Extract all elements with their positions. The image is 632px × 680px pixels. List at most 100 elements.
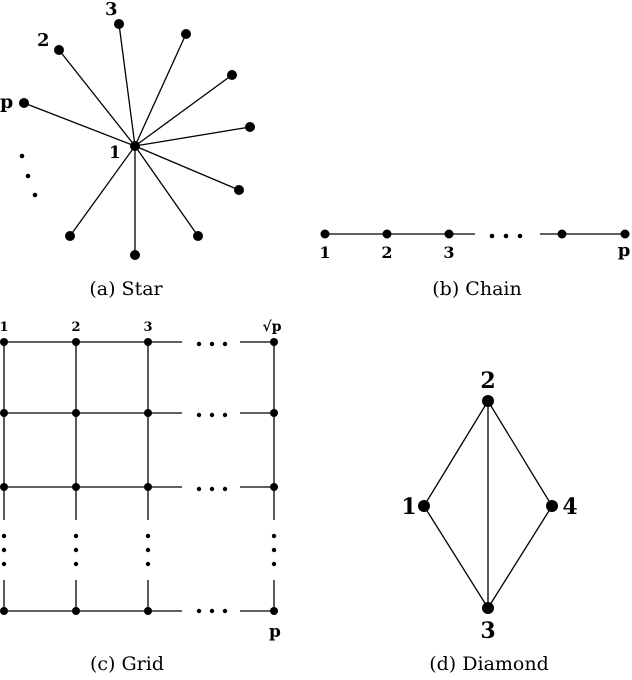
- ellipsis-dot: [26, 174, 31, 179]
- grid-node: [72, 483, 80, 491]
- chain-label-1: 1: [319, 243, 330, 262]
- ellipsis-dot: [210, 413, 214, 417]
- chain-caption: (b) Chain: [432, 278, 521, 300]
- star-node: [130, 250, 140, 260]
- ellipsis-dot: [146, 534, 150, 538]
- star-edge: [70, 146, 135, 236]
- star-label-2: 2: [37, 30, 50, 51]
- grid-node: [144, 607, 152, 615]
- chain-node: [558, 230, 567, 239]
- diamond-node: [418, 500, 430, 512]
- grid-node: [0, 409, 8, 417]
- grid-col-label-1: 1: [0, 320, 9, 335]
- ellipsis-dot: [223, 487, 227, 491]
- ellipsis-dot: [146, 548, 150, 552]
- star-node: [193, 231, 203, 241]
- grid-node: [270, 483, 278, 491]
- diamond-caption: (d) Diamond: [429, 653, 549, 675]
- diamond-edge: [424, 506, 488, 608]
- diamond-edge: [424, 401, 488, 506]
- diamond-graph: 1 2 3 4 (d) Diamond: [401, 368, 577, 675]
- grid-node: [72, 409, 80, 417]
- ellipsis-dot: [146, 562, 150, 566]
- diamond-node: [546, 500, 558, 512]
- ellipsis-dot: [504, 234, 509, 239]
- star-edge: [135, 34, 186, 146]
- grid-graph: 1 2 3 √p p (c) Grid: [0, 319, 282, 675]
- star-node: [114, 19, 124, 29]
- ellipsis-dot: [74, 562, 78, 566]
- chain-graph: 1 2 3 p (b) Chain: [319, 230, 630, 301]
- grid-node: [0, 338, 8, 346]
- chain-node: [321, 230, 330, 239]
- ellipsis-dot: [210, 487, 214, 491]
- star-center-node: [130, 141, 140, 151]
- grid-col-label-3: 3: [143, 320, 152, 335]
- grid-col-label-2: 2: [71, 320, 80, 335]
- star-node: [245, 122, 255, 132]
- diamond-edge: [488, 401, 552, 506]
- star-node: [65, 231, 75, 241]
- diamond-label-3: 3: [480, 618, 495, 644]
- grid-column-ellipses: [2, 534, 276, 566]
- grid-node: [144, 338, 152, 346]
- star-label-p: p: [0, 91, 13, 113]
- star-node: [234, 185, 244, 195]
- ellipsis-dot: [74, 534, 78, 538]
- chain-label-3: 3: [443, 243, 454, 262]
- chain-node: [383, 230, 392, 239]
- star-edge: [119, 24, 135, 146]
- star-edge: [135, 75, 232, 146]
- ellipsis-dot: [197, 609, 201, 613]
- ellipsis-dot: [2, 562, 6, 566]
- grid-row-ellipses: [197, 342, 227, 613]
- ellipsis-dot: [197, 487, 201, 491]
- grid-node: [144, 409, 152, 417]
- star-node: [181, 29, 191, 39]
- ellipsis-dot: [272, 534, 276, 538]
- ellipsis-dot: [74, 548, 78, 552]
- ellipsis-dot: [210, 342, 214, 346]
- diamond-node: [482, 602, 494, 614]
- diamond-label-4: 4: [562, 494, 577, 520]
- star-center-label: 1: [109, 143, 121, 163]
- star-caption: (a) Star: [89, 278, 163, 300]
- star-edge: [135, 127, 250, 146]
- grid-caption: (c) Grid: [90, 653, 164, 675]
- grid-node: [270, 607, 278, 615]
- ellipsis-dot: [223, 609, 227, 613]
- ellipsis-dot: [2, 548, 6, 552]
- grid-node: [0, 483, 8, 491]
- grid-node: [72, 338, 80, 346]
- star-graph: 1 2 3 p (a) Star: [0, 0, 255, 300]
- diamond-label-1: 1: [401, 494, 416, 520]
- chain-label-p: p: [618, 240, 631, 261]
- chain-label-2: 2: [381, 243, 392, 262]
- star-node: [54, 45, 64, 55]
- ellipsis-dot: [490, 234, 495, 239]
- ellipsis-dot: [518, 234, 523, 239]
- grid-node: [72, 607, 80, 615]
- ellipsis-dot: [223, 413, 227, 417]
- ellipsis-dot: [272, 548, 276, 552]
- chain-node: [621, 230, 630, 239]
- grid-node: [270, 338, 278, 346]
- star-node: [19, 98, 29, 108]
- grid-corner-label-p: p: [269, 622, 281, 642]
- diamond-node: [482, 395, 494, 407]
- grid-node: [270, 409, 278, 417]
- grid-col-label-sqrt-p: √p: [263, 319, 282, 335]
- ellipsis-dot: [20, 154, 25, 159]
- diamond-label-2: 2: [480, 368, 495, 394]
- star-node: [227, 70, 237, 80]
- ellipsis-dot: [223, 342, 227, 346]
- ellipsis-dot: [197, 413, 201, 417]
- grid-nodes: [0, 338, 278, 615]
- ellipsis-dot: [33, 193, 38, 198]
- ellipsis-dot: [197, 342, 201, 346]
- diamond-edge: [488, 506, 552, 608]
- ellipsis-dot: [210, 609, 214, 613]
- star-label-3: 3: [105, 0, 118, 20]
- chain-node: [445, 230, 454, 239]
